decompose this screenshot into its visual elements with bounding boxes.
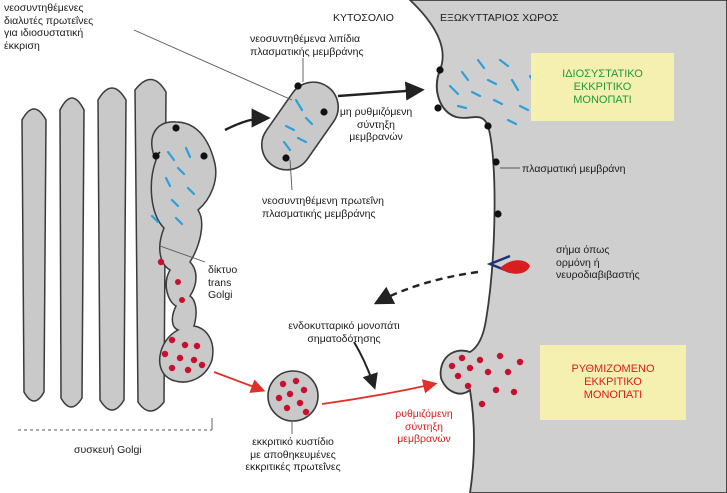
- label-golgi: συσκευή Golgi: [74, 444, 142, 456]
- secreted-blue-proteins: [448, 58, 538, 126]
- arrow-regulated-fusion: [321, 379, 438, 405]
- constitutive-pathway-box: ΙΔΙΟΣΥΣΤΑΤΙΚΟ ΕΚΚΡΙΤΙΚΟ ΜΟΝΟΠΑΤΙ: [531, 53, 674, 121]
- label-regulated-fusion: ρυθμιζόμενη σύντηξη μεμβρανών: [395, 408, 453, 445]
- arrow-signal-dashed: [373, 270, 479, 305]
- golgi-red-granules: [157, 258, 206, 374]
- label-extracellular: ΕΞΩΚΥΤΤΑΡΙΟΣ ΧΩΡΟΣ: [440, 12, 559, 24]
- label-unregulated-fusion: μη ρυθμιζόμενη σύντηξη μεμβρανών: [339, 106, 413, 143]
- label-trans-golgi: δίκτυο trans Golgi: [208, 264, 238, 301]
- trans-golgi-network: [150, 121, 217, 383]
- transport-vesicle: [261, 81, 339, 171]
- label-signal: σήμα όπως ορμόνη ή νευροδιαβιβαστής: [556, 244, 640, 281]
- arrow-signaling-to-fusion: [353, 341, 378, 390]
- label-lipids: νεοσυντηθέμενα λιπίδια πλασματικής μεμβρ…: [250, 33, 364, 58]
- golgi-cisterna-1: [21, 108, 47, 402]
- label-plasma-membrane: πλασματική μεμβράνη: [522, 163, 626, 175]
- membrane-bud-top: [435, 69, 457, 118]
- regulated-pathway-box: ΡΥΘΜΙΖΟΜΕΝΟ ΕΚΚΡΙΤΙΚΟ ΜΟΝΟΠΑΤΙ: [540, 345, 686, 420]
- label-intracellular-signaling: ενδοκυτταρικό μονοπάτι σηματοδότησης: [288, 320, 400, 345]
- golgi-membrane-proteins: [152, 124, 208, 160]
- arrow-golgi-to-secretory-vesicle: [213, 371, 266, 393]
- golgi-blue-proteins: [150, 146, 196, 226]
- arrow-vesicle-to-membrane: [337, 81, 425, 101]
- transport-vesicle-membrane-proteins: [282, 82, 328, 162]
- golgi-cisterna-3: [97, 87, 127, 411]
- label-membrane-protein: νεοσυντηθέμενη πρωτεΐνη πλασματικής μεμβ…: [262, 195, 385, 220]
- arrow-golgi-to-vesicle: [224, 108, 271, 132]
- secretory-vesicle: [267, 370, 319, 422]
- label-secretory-vesicle: εκκριτικό κυστίδιο με αποθηκευμένες εκκρ…: [245, 436, 341, 473]
- label-soluble-proteins: νεοσυντηθέμενες διαλυτές πρωτεΐνες για ι…: [4, 2, 94, 52]
- transport-vesicle-proteins: [282, 98, 314, 152]
- plasma-membrane-proteins: [434, 66, 502, 218]
- secretory-vesicle-granules: [275, 377, 310, 416]
- golgi-apparatus: [21, 78, 167, 412]
- golgi-cisterna-2: [59, 97, 85, 408]
- regulated-exocytosis-granules: [448, 352, 524, 408]
- label-cytosol: ΚΥΤΟΣΟΛΙΟ: [333, 12, 394, 24]
- signal-molecule-icon: [500, 260, 530, 274]
- leader-lines: [18, 29, 520, 434]
